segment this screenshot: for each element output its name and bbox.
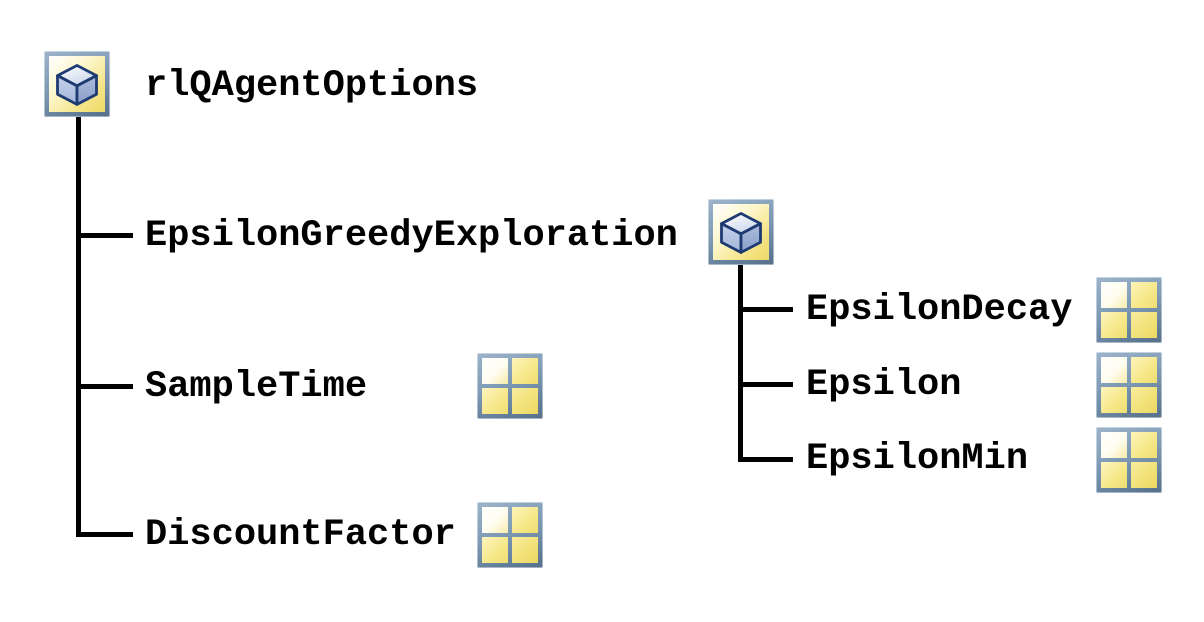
node-label-epsilonmin: EpsilonMin [806, 438, 1029, 480]
grid-cell [1101, 432, 1127, 458]
grid-icon-cells [1101, 432, 1157, 488]
matrix-grid-icon [477, 353, 543, 419]
node-label-epsilongreedyexploration: EpsilonGreedyExploration [145, 215, 678, 257]
grid-cell [482, 358, 508, 384]
cube-icon-background [49, 56, 105, 112]
object-cube-icon [708, 199, 774, 265]
grid-cell [1131, 387, 1157, 413]
grid-icon-cells [1101, 282, 1157, 338]
grid-cell [512, 537, 538, 563]
matrix-grid-icon [1096, 277, 1162, 343]
branch-line-epsilon [738, 382, 793, 387]
branch-line-epsilondecay [738, 307, 793, 312]
grid-cell [1131, 432, 1157, 458]
branch-line-epsilonmin [738, 457, 793, 462]
matrix-grid-icon [1096, 352, 1162, 418]
branch-line-discountfactor [76, 532, 133, 537]
grid-cell [1101, 312, 1127, 338]
grid-cell [1131, 357, 1157, 383]
matrix-grid-icon [1096, 427, 1162, 493]
grid-icon-cells [482, 507, 538, 563]
grid-cell [482, 537, 508, 563]
grid-cell [1131, 312, 1157, 338]
node-label-sampletime: SampleTime [145, 366, 368, 408]
cube-glyph [720, 212, 762, 254]
grid-cell [482, 388, 508, 414]
grid-cell [512, 358, 538, 384]
root-trunk-line [76, 116, 81, 537]
node-label-epsilondecay: EpsilonDecay [806, 289, 1073, 331]
cube-icon-background [713, 204, 769, 260]
cube-glyph [56, 64, 98, 106]
grid-cell [1101, 357, 1127, 383]
grid-cell [512, 388, 538, 414]
node-label-epsilon: Epsilon [806, 364, 962, 406]
grid-cell [1101, 462, 1127, 488]
subtree-trunk-line [738, 264, 743, 462]
branch-line-epsilongreedyexploration [76, 233, 133, 238]
grid-cell [1101, 282, 1127, 308]
grid-cell [512, 507, 538, 533]
grid-icon-cells [1101, 357, 1157, 413]
grid-icon-cells [482, 358, 538, 414]
grid-cell [1131, 462, 1157, 488]
matrix-grid-icon [477, 502, 543, 568]
node-label-rlqagentoptions: rlQAgentOptions [145, 65, 479, 107]
object-cube-icon [44, 51, 110, 117]
branch-line-sampletime [76, 384, 133, 389]
grid-cell [482, 507, 508, 533]
node-label-discountfactor: DiscountFactor [145, 514, 456, 556]
grid-cell [1131, 282, 1157, 308]
grid-cell [1101, 387, 1127, 413]
